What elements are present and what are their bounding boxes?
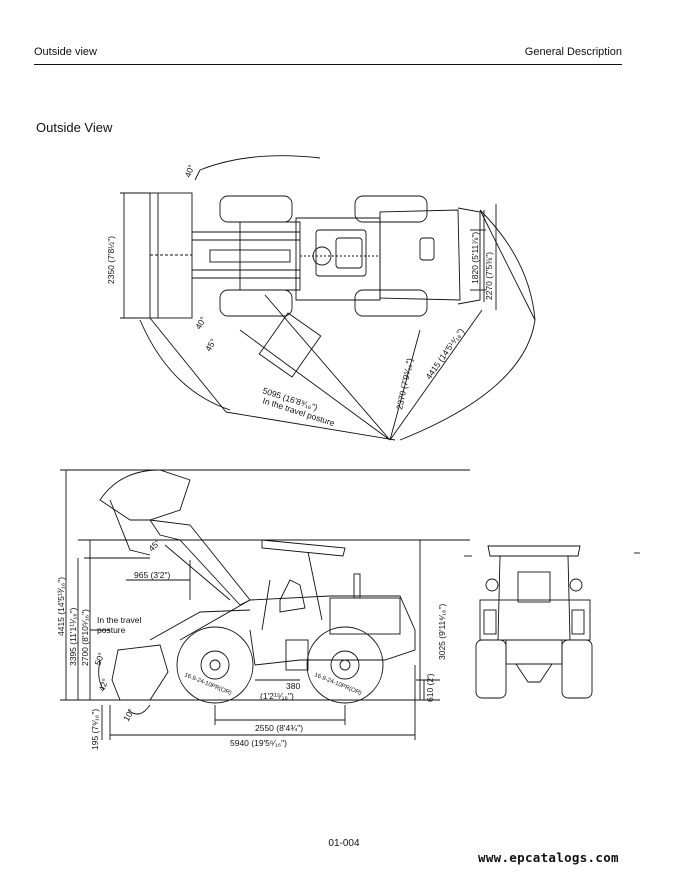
side-dim-3025: 3025 (9'11⁶⁄₁₆") (437, 603, 447, 660)
side-dim-2700: 2700 (8'10⁵⁄₁₆") (80, 609, 90, 666)
top-dim-4415: 4415 (14'5¹⁴⁄₁₆") (423, 326, 466, 381)
front-right-tire (219, 289, 293, 317)
side-angle-10: 10° (121, 707, 136, 723)
side-dim-380-imperial: (1'2¹⁵⁄₁₆") (260, 691, 294, 701)
page-number: 01-004 (328, 838, 360, 849)
raised-bucket (99, 469, 191, 521)
rear-left-tire (354, 195, 428, 223)
side-angle-50: 50° (92, 651, 106, 667)
front-view-right-tire (561, 639, 593, 699)
top-dim-1820: 1820 (5'11⅞") (470, 232, 480, 284)
top-dim-2370: 2370 (7'9⁵⁄₁₆") (394, 357, 415, 410)
header-chapter-name: General Description (524, 46, 622, 58)
front-canopy (487, 545, 581, 557)
top-dim-2270: 2270 (7'5⅜") (484, 252, 494, 300)
side-dim-2550: 2550 (8'4¾") (255, 723, 303, 733)
front-wheel (176, 626, 254, 704)
machine-body (179, 595, 416, 666)
side-dim-3395: 3395 (11'1¹¹⁄₁₆") (68, 607, 78, 666)
rear-tire-text: 16.9-24-10PR(OR) (313, 672, 362, 696)
side-view-drawing (60, 469, 470, 740)
header-section-name: Outside view (34, 46, 97, 58)
rear-wheel (306, 626, 384, 704)
top-width-dim: 2350 (7'8½") (106, 236, 116, 284)
side-angle-42: 42° (96, 677, 110, 693)
side-dim-380: 380 (286, 681, 300, 691)
top-angle-upper: 40° (182, 163, 196, 179)
front-left-tire (219, 195, 293, 223)
top-bucket (149, 192, 193, 319)
side-travel-line2: posture (97, 625, 126, 635)
top-view-drawing (120, 155, 536, 441)
side-travel-line1: In the travel (97, 615, 142, 625)
front-view-drawing (464, 545, 640, 699)
page-header: Outside view General Description (34, 44, 622, 65)
side-dim-4415: 4415 (14'5¹³⁄₁₆") (56, 577, 66, 636)
canopy (261, 539, 346, 557)
front-tire-text: 16.9-24-10PR(OR) (183, 672, 232, 696)
rear-right-tire (354, 289, 428, 317)
side-dim-610: 610 (2') (425, 673, 435, 702)
side-dim-5940: 5940 (19'5⁶⁄₁₆") (230, 738, 287, 748)
front-view-left-tire (475, 639, 507, 699)
boom-arm (149, 519, 251, 606)
lowered-bucket (111, 644, 169, 701)
top-angle-small: 45° (203, 337, 218, 353)
watermark: www.epcatalogs.com (478, 850, 619, 865)
side-dim-965: 965 (3'2") (134, 570, 170, 580)
top-angle-lower: 40° (193, 315, 208, 331)
section-title: Outside View (36, 120, 113, 135)
side-dim-195: 195 (7⁶⁄₁₆") (90, 709, 100, 750)
